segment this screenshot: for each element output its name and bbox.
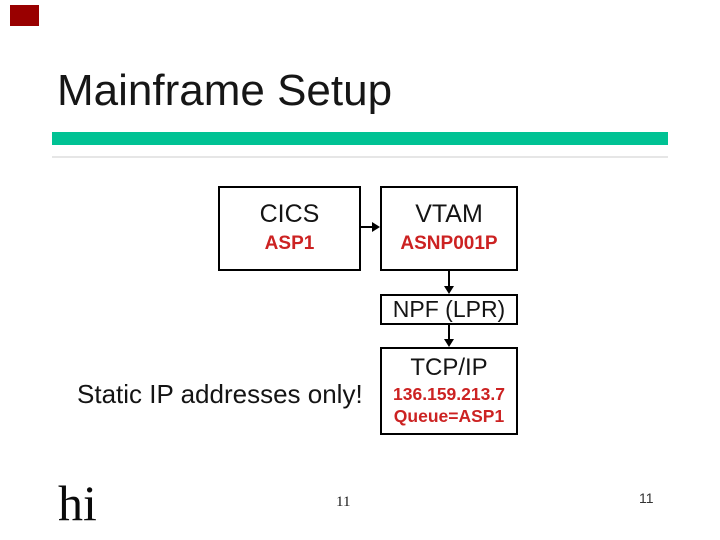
arrow-vtam-to-npf-line <box>448 271 450 287</box>
vtam-sublabel: ASNP001P <box>400 232 498 254</box>
corner-mark <box>10 5 39 26</box>
arrow-cics-to-vtam-head-icon <box>372 222 380 232</box>
tcpip-queue: Queue=ASP1 <box>393 406 505 427</box>
arrow-vtam-to-npf-head-icon <box>444 286 454 294</box>
arrow-cics-to-vtam-line <box>361 226 373 228</box>
diagram-node-tcpip: TCP/IP 136.159.213.7 Queue=ASP1 <box>380 347 518 435</box>
tcpip-ip-address: 136.159.213.7 <box>393 384 505 405</box>
page-title: Mainframe Setup <box>57 66 393 115</box>
vtam-label: VTAM <box>415 200 483 229</box>
static-ip-note: Static IP addresses only! <box>77 379 363 409</box>
tcpip-label: TCP/IP <box>410 353 488 381</box>
npf-label: NPF (LPR) <box>392 295 506 322</box>
diagram-node-vtam: VTAM ASNP001P <box>380 186 518 271</box>
divider-line <box>52 156 668 158</box>
footer-logo-text: hi <box>58 475 97 531</box>
page-number-right: 11 <box>639 490 654 506</box>
page-number-center: 11 <box>336 494 351 510</box>
accent-bar <box>52 132 668 145</box>
cics-sublabel: ASP1 <box>264 232 315 254</box>
diagram-node-cics: CICS ASP1 <box>218 186 361 271</box>
diagram-node-npf: NPF (LPR) <box>380 294 518 325</box>
cics-label: CICS <box>259 200 320 229</box>
arrow-npf-to-tcpip-head-icon <box>444 339 454 347</box>
arrow-npf-to-tcpip-line <box>448 325 450 340</box>
